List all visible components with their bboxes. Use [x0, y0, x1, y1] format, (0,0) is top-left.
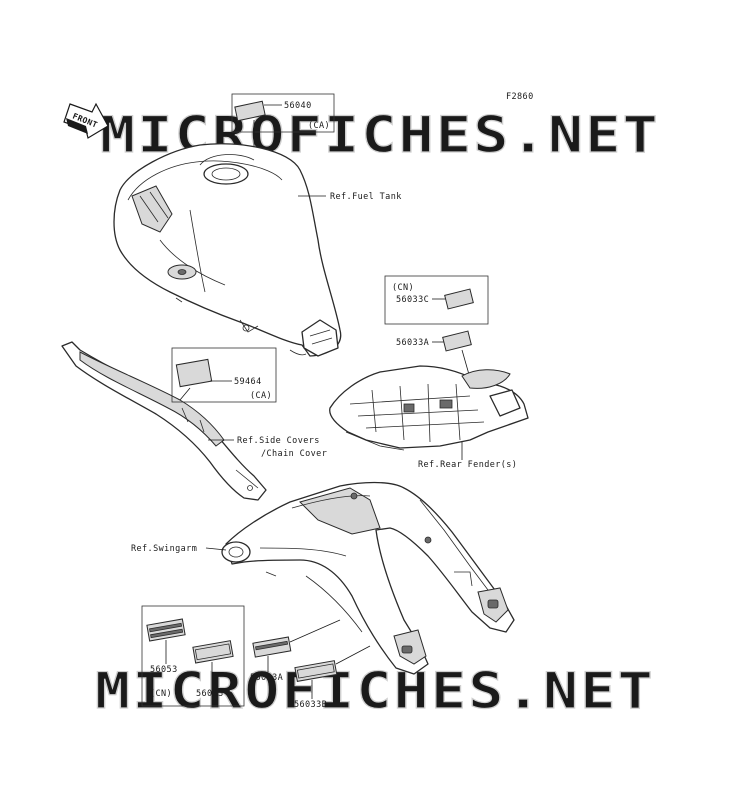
rear-fender	[329, 365, 529, 451]
part-56033C: 56033C	[396, 295, 429, 305]
ref-chain-cover: /Chain Cover	[261, 449, 327, 459]
cn-note-rear: (CN)	[392, 283, 414, 293]
decal-56033C	[444, 288, 474, 310]
figure-code: F2860	[506, 92, 534, 102]
part-56053A: 56053A	[250, 673, 283, 683]
decal-56033	[192, 640, 234, 664]
part-56040: 56040	[284, 101, 312, 111]
part-56040-note: (CA)	[308, 121, 330, 131]
part-56053: 56053	[150, 665, 178, 675]
part-59464: 59464	[234, 377, 262, 387]
part-56033A: 56033A	[396, 338, 429, 348]
decal-56033B	[294, 660, 338, 682]
part-56033B: 56033B	[294, 700, 327, 710]
ref-swingarm: Ref.Swingarm	[131, 544, 197, 554]
fuel-cap	[203, 163, 249, 185]
decal-59464	[175, 358, 213, 388]
decal-56053	[146, 618, 186, 642]
decal-56040	[234, 100, 266, 122]
swingarm	[221, 481, 515, 675]
ref-rear-fender: Ref.Rear Fender(s)	[418, 460, 517, 470]
fuel-tank	[113, 143, 342, 357]
front-arrow-icon: FRONT	[63, 102, 109, 139]
label-59464-group: 59464 (CA)	[171, 347, 277, 403]
label-56053-group: 56053 (CN) 56033	[141, 605, 245, 707]
ref-side-covers: Ref.Side Covers	[237, 436, 320, 446]
part-56053-note: (CN)	[150, 689, 172, 699]
decal-56053A	[252, 636, 292, 658]
side-cover	[61, 341, 267, 501]
watermark-bottom: MICROFICHES.NET	[95, 662, 655, 720]
part-56033: 56033	[196, 689, 224, 699]
ref-fuel-tank: Ref.Fuel Tank	[330, 192, 402, 202]
part-59464-note: (CA)	[250, 391, 272, 401]
decal-56033A	[442, 330, 472, 352]
label-56033C-group: (CN) 56033C	[384, 275, 489, 325]
